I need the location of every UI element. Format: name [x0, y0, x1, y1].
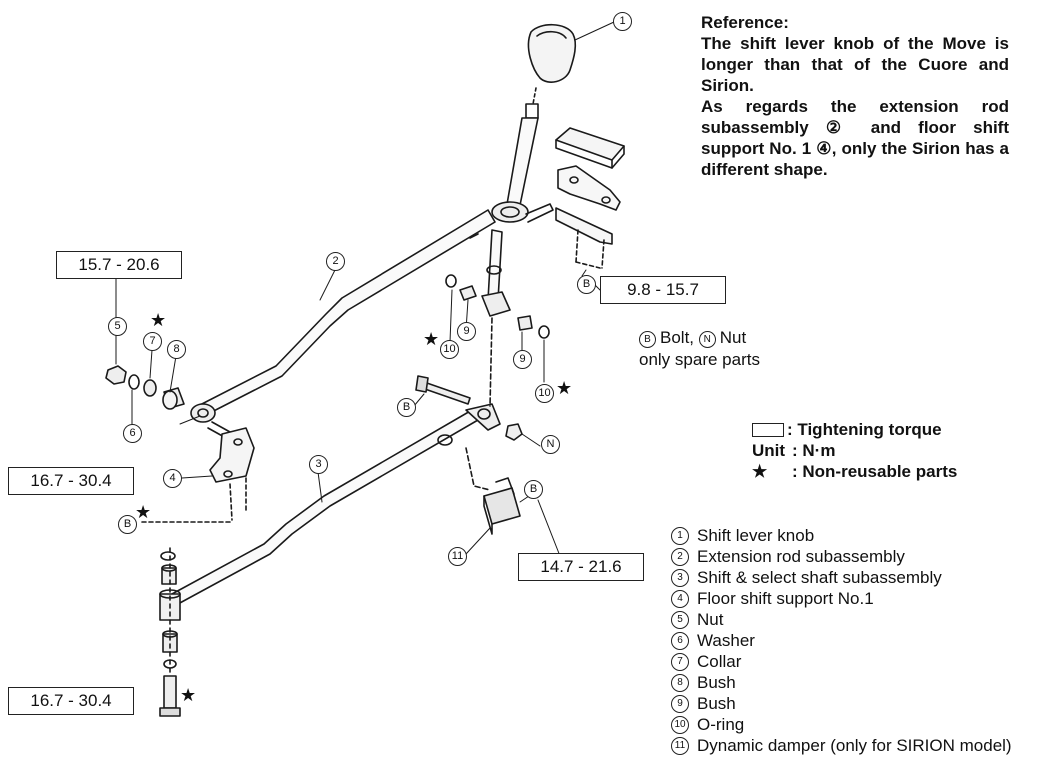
rod-end-eye: [190, 403, 216, 423]
callout-5: 5: [108, 317, 127, 336]
nut-symbol: N: [698, 331, 716, 348]
callout-4: 4: [163, 469, 182, 488]
callout-10-left: 10: [440, 340, 459, 359]
callout-bolt-support: B: [577, 275, 596, 294]
legend-unit-key: Unit: [752, 441, 786, 460]
torque-box-swatch: [752, 422, 784, 437]
lever-housing: [491, 201, 529, 223]
lever-lower-block: [481, 291, 511, 317]
shift-lever-rod: [505, 117, 539, 211]
torque-box-nut-5: 15.7 - 20.6: [56, 251, 182, 279]
legend-torque-row: : Tightening torque: [752, 419, 957, 440]
nut-text: Nut: [719, 328, 747, 347]
bolt-text: Bolt,: [660, 328, 695, 347]
callout-bolt-shaft: B: [397, 398, 416, 417]
dynamic-damper: [483, 487, 521, 525]
callout-10-right: 10: [535, 384, 554, 403]
star-collar: ★: [150, 310, 167, 330]
torque-box-support-4: 16.7 - 30.4: [8, 467, 134, 495]
callout-6: 6: [123, 424, 142, 443]
callout-bolt-damper: B: [524, 480, 543, 499]
reference-title: Reference:: [701, 13, 789, 32]
callout-nut: N: [541, 435, 560, 454]
bolt-shape: [421, 381, 471, 405]
star-support-bolt: ★: [135, 502, 152, 522]
reference-paragraph-2: As regards the extension rod subassembly…: [701, 97, 1009, 179]
floor-shift-support-left: [209, 427, 255, 483]
reference-note: Reference: The shift lever knob of the M…: [701, 12, 1009, 180]
legend-torque-label: : Tightening torque: [787, 420, 942, 439]
callout-8: 8: [167, 340, 186, 359]
spare-parts-line2: only spare parts: [639, 350, 760, 369]
star-oring-left: ★: [423, 329, 440, 349]
callout-bolt-support-left: B: [118, 515, 137, 534]
collar-shape: [143, 379, 157, 397]
callout-11: 11: [448, 547, 467, 566]
callout-1: 1: [613, 12, 632, 31]
callout-7: 7: [143, 332, 162, 351]
legend-unit-value: : N·m: [792, 441, 836, 460]
legend-star-label: : Non-reusable parts: [792, 462, 958, 481]
floor-shift-support-plate: [555, 127, 625, 161]
knob-axis-line: [532, 87, 537, 105]
legend-star-icon: ★: [752, 462, 768, 481]
floor-shift-support-bracket: [557, 165, 621, 211]
nut-shape: [105, 365, 127, 385]
legend-star-row: ★ : Non-reusable parts: [752, 461, 957, 482]
legend-unit-row: Unit : N·m: [752, 440, 957, 461]
callout-9-lower: 9: [513, 350, 532, 369]
star-lower-bolt: ★: [180, 685, 197, 705]
reference-paragraph-1: The shift lever knob of the Move is long…: [701, 34, 1009, 95]
shift-select-shaft: [171, 409, 479, 605]
lever-stem: [487, 229, 503, 301]
shift-knob-shape: [527, 23, 577, 83]
legend: : Tightening torque Unit : N·m ★ : Non-r…: [752, 419, 957, 482]
callout-3: 3: [309, 455, 328, 474]
callout-9-upper: 9: [457, 322, 476, 341]
torque-box-support-bolt: 9.8 - 15.7: [600, 276, 726, 304]
washer-shape: [128, 374, 140, 390]
knob-highlight: [536, 30, 567, 39]
star-oring-right: ★: [556, 378, 573, 398]
extension-rod: [193, 209, 496, 419]
torque-box-damper-bolt: 14.7 - 21.6: [518, 553, 644, 581]
lever-thread: [525, 103, 539, 119]
torque-box-lower-bolt: 16.7 - 30.4: [8, 687, 134, 715]
callout-2: 2: [326, 252, 345, 271]
bolt-symbol: B: [639, 331, 656, 348]
lower-bolt: [163, 675, 177, 709]
